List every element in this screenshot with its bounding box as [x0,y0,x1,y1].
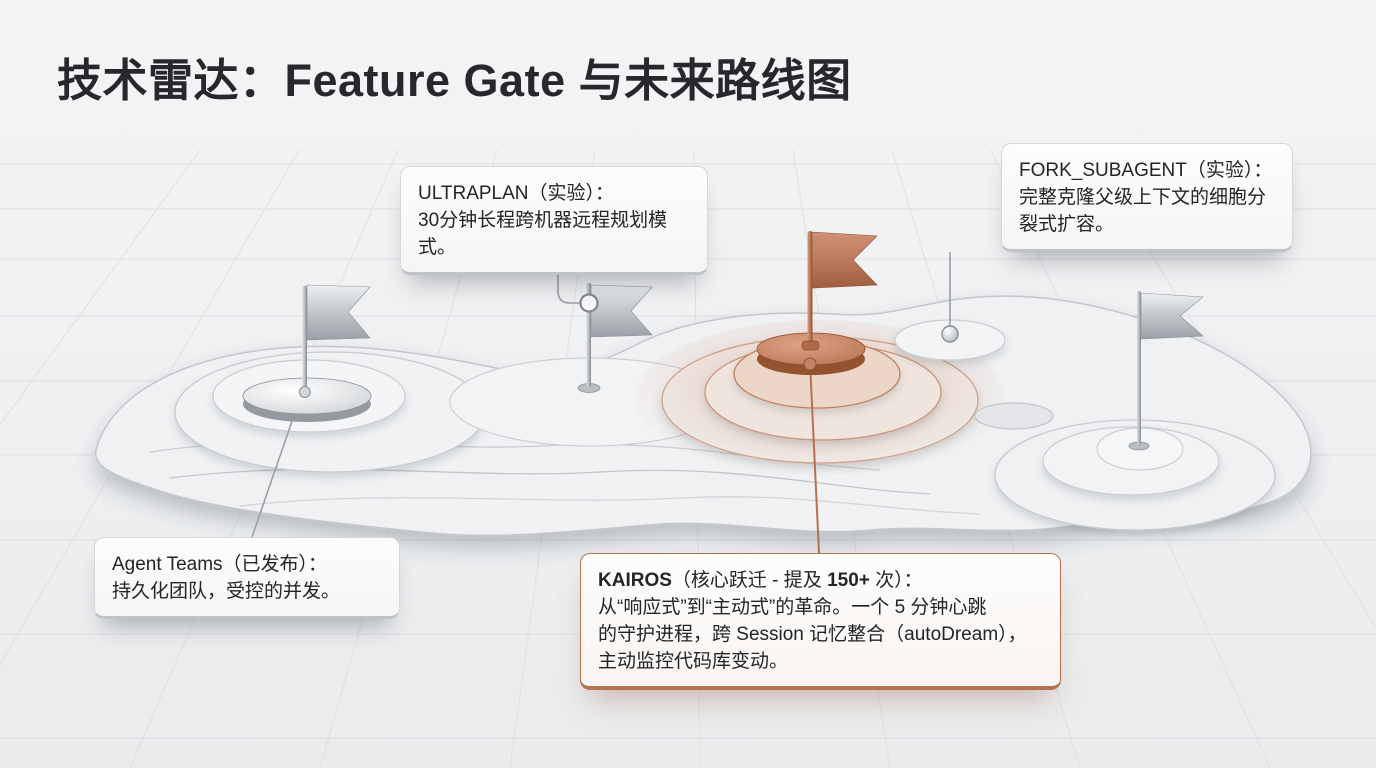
callout-ultraplan-body: 30分钟长程跨机器远程规划模式。 [418,210,668,258]
lake-depression [974,402,1054,430]
page-title: 技术雷达：Feature Gate 与未来路线图 [57,55,852,106]
callout-ultraplan-title: ULTRAPLAN（实验）： [418,183,615,204]
callout-kairos-body-line2: 的守护进程，跨 Session 记忆整合（autoDream）， [598,624,1027,645]
callout-kairos: KAIROS（核心跃迁 - 提及 150+ 次）： 从“响应式”到“主动式”的革… [580,553,1061,690]
callout-agent-teams: Agent Teams（已发布）： 持久化团队，受控的并发。 [94,537,400,619]
flag-icon-kairos [756,231,878,375]
connector-node-ultraplan [579,293,599,313]
callout-kairos-title: KAIROS（核心跃迁 - 提及 150+ 次）： [598,570,923,591]
hill-east [974,402,1276,531]
callout-agent-teams-title: Agent Teams（已发布）： [112,554,328,575]
callout-fork-subagent-body: 完整克隆父级上下文的细胞分裂式扩容。 [1019,187,1267,235]
callout-kairos-mentions: 150+ [827,570,870,591]
flag-icon-agent-teams [242,284,372,422]
connector-kairos [809,361,820,554]
ball-icon-fork-subagent [941,325,959,343]
flag-icon-roadmap-east [1128,291,1204,451]
callout-agent-teams-body: 持久化团队，受控的并发。 [112,581,341,602]
callout-kairos-body-line3: 主动监控代码库变动。 [598,651,789,672]
callout-kairos-name: KAIROS [598,570,672,591]
callout-fork-subagent: FORK_SUBAGENT（实验）： 完整克隆父级上下文的细胞分裂式扩容。 [1001,143,1293,252]
connector-ultraplan [557,240,581,304]
flag-icon-ultraplan [577,283,653,393]
callout-fork-subagent-title: FORK_SUBAGENT（实验）： [1019,160,1273,181]
callout-ultraplan: ULTRAPLAN（实验）： 30分钟长程跨机器远程规划模式。 [400,166,708,275]
callout-kairos-body-line1: 从“响应式”到“主动式”的革命。一个 5 分钟心跳 [598,597,987,618]
topographic-terrain [94,295,1312,537]
